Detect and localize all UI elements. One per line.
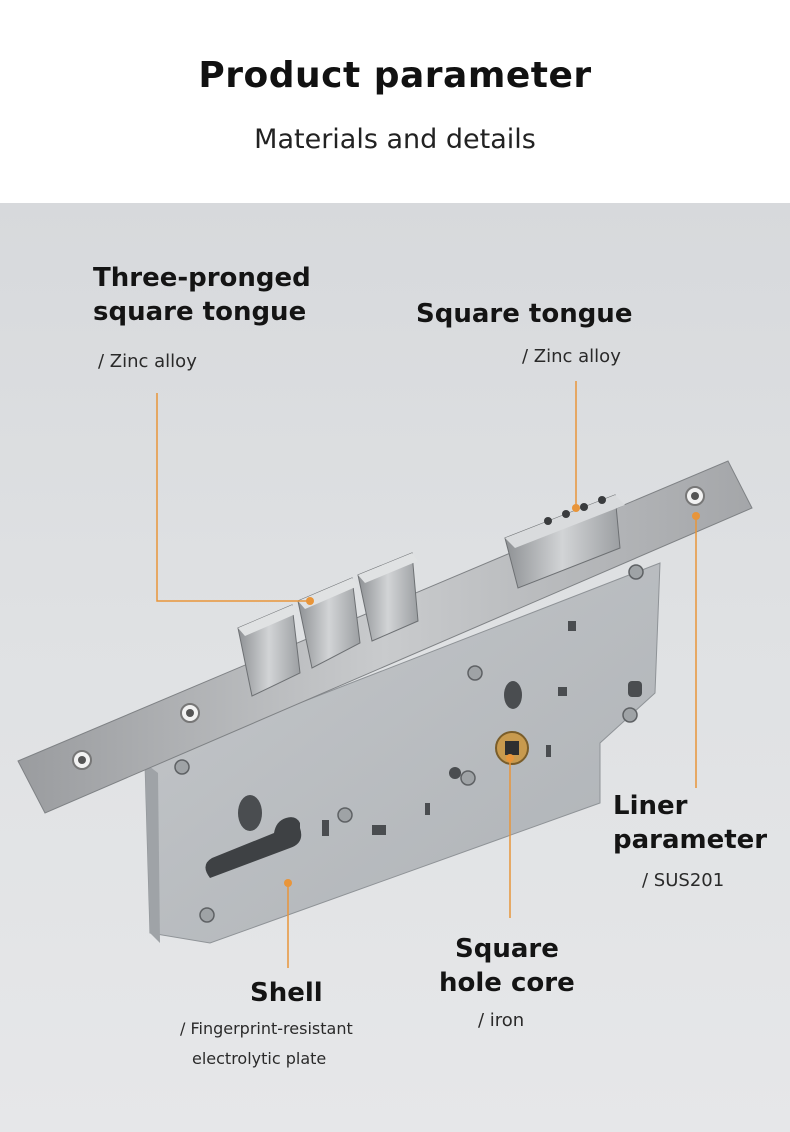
lock-shell-side [145, 763, 160, 943]
shell-details [238, 621, 642, 836]
label-square-tongue-material: / Zinc alloy [522, 346, 621, 367]
page-subtitle: Materials and details [254, 124, 536, 155]
cylinder-cutout [205, 817, 302, 878]
callout-leader-lines [156, 381, 697, 968]
label-shell-material-2: electrolytic plate [192, 1049, 327, 1068]
label-hole-core-title-2: hole core [439, 968, 575, 998]
label-shell-material-1: / Fingerprint-resistant [180, 1019, 353, 1038]
header-section: Product parameter Materials and details [0, 0, 790, 203]
shell-screws [174, 564, 644, 923]
label-hole-core-material: / iron [478, 1010, 525, 1031]
label-square-tongue-title: Square tongue [416, 299, 633, 329]
label-three-pronged-material: / Zinc alloy [98, 351, 197, 372]
mortise-lock-illustration [17, 381, 753, 968]
label-three-pronged-title-2: square tongue [93, 297, 307, 327]
label-liner-title-2: parameter [613, 825, 768, 855]
label-liner-material: / SUS201 [642, 870, 725, 891]
callout-anchor-dots [284, 504, 700, 887]
product-photo: Three-pronged square tongue / Zinc alloy… [0, 203, 790, 1132]
label-three-pronged-title-1: Three-pronged [93, 263, 311, 293]
label-shell-title: Shell [250, 978, 323, 1008]
label-liner-title-1: Liner [613, 791, 688, 821]
label-hole-core-title-1: Square [455, 934, 559, 964]
page-title: Product parameter [198, 55, 592, 96]
